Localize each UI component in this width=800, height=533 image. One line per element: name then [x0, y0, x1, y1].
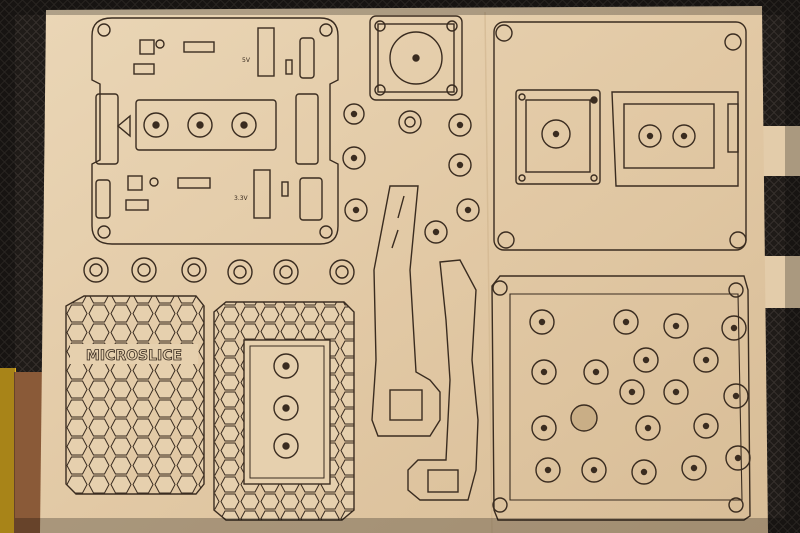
board-label-5v: 5V [242, 57, 251, 64]
clip-arm-right [407, 259, 479, 501]
case-bottom-plate [493, 21, 747, 251]
panel-with-round-pads [491, 275, 751, 521]
clip-arm-left [371, 185, 441, 437]
board-label-3v3: 3.3V [234, 195, 249, 202]
honeycomb-panel-left: MICROSLICE [65, 295, 205, 495]
ring-row [83, 257, 355, 285]
honeycomb-frame-middle [213, 301, 355, 521]
microslice-logo: MICROSLICE [86, 348, 182, 364]
yellow-object [0, 368, 16, 533]
case-top-plate [91, 17, 339, 245]
square-frame-with-circle [369, 15, 463, 101]
washer-group-middle [342, 103, 480, 244]
